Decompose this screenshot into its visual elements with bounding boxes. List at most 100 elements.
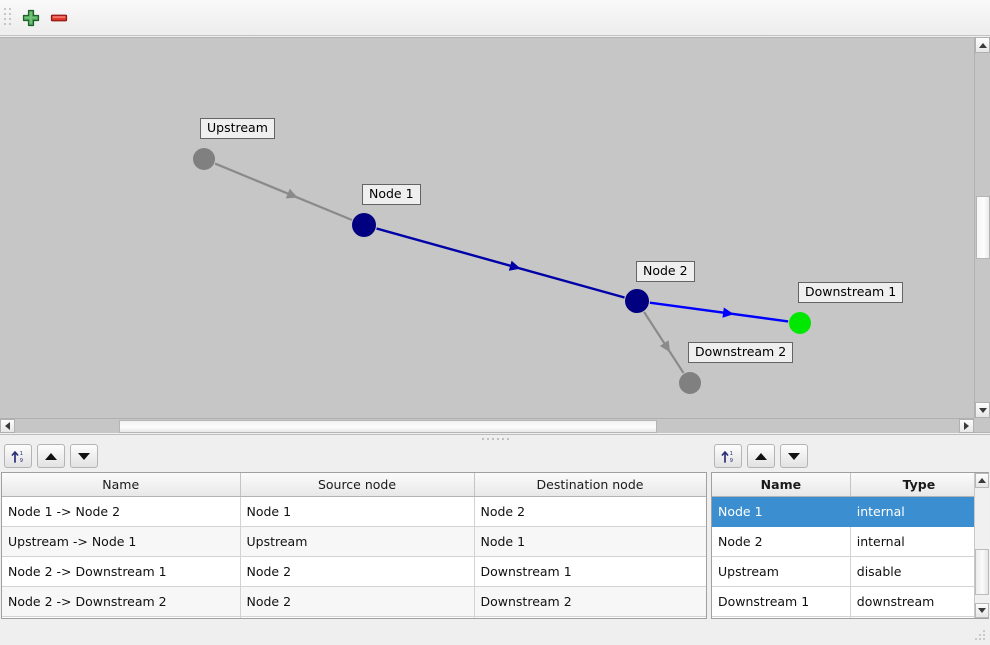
svg-text:1: 1 <box>20 451 23 457</box>
column-header[interactable]: Name <box>712 473 851 497</box>
nodes-vertical-scroll-thumb[interactable] <box>975 549 989 595</box>
table-cell[interactable]: Downstream 2 <box>474 586 706 617</box>
table-cell[interactable]: Downstream 1 <box>712 586 851 617</box>
pane-splitter[interactable] <box>0 434 990 442</box>
graph-node-node1[interactable] <box>352 213 376 237</box>
graph-edges-layer <box>214 162 789 374</box>
connections-move-down-button[interactable] <box>70 444 98 468</box>
nodes-scroll-down-button[interactable] <box>975 603 989 618</box>
canvas-scroll-left-button[interactable] <box>0 419 15 433</box>
triangle-left-icon <box>5 422 10 430</box>
svg-text:1: 1 <box>730 451 733 457</box>
table-cell[interactable]: Node 1 -> Node 2 <box>2 496 241 527</box>
graph-node-label-upstream[interactable]: Upstream <box>200 118 275 139</box>
table-cell[interactable]: internal <box>850 496 988 527</box>
canvas-horizontal-scroll-thumb[interactable] <box>118 420 657 433</box>
svg-text:9: 9 <box>730 458 734 464</box>
resize-grip[interactable] <box>975 630 988 643</box>
canvas-scroll-up-button[interactable] <box>975 37 990 53</box>
status-bar <box>0 623 990 645</box>
canvas-scroll-down-button[interactable] <box>975 402 990 418</box>
graph-edge[interactable] <box>214 162 353 222</box>
table-cell[interactable]: Node 2 -> Downstream 1 <box>2 556 241 587</box>
table-cell[interactable]: Node 1 <box>474 526 706 557</box>
column-header[interactable]: Source node <box>240 473 475 497</box>
sort-ascending-icon: 1 9 <box>721 451 734 464</box>
graph-edge[interactable] <box>376 227 625 299</box>
table-cell[interactable]: Node 2 <box>240 556 475 587</box>
canvas-scroll-right-button[interactable] <box>959 419 974 433</box>
connections-sort-button[interactable]: 1 9 <box>4 444 32 468</box>
canvas-vertical-scroll-thumb[interactable] <box>976 196 990 259</box>
graph-node-label-node2[interactable]: Node 2 <box>636 261 695 282</box>
graph-edge[interactable] <box>643 311 685 374</box>
graph-node-upstream[interactable] <box>193 148 215 170</box>
table-cell[interactable]: Node 2 <box>240 586 475 617</box>
column-header[interactable]: Type <box>850 473 988 497</box>
table-cell[interactable]: Node 2 -> Downstream 2 <box>2 586 241 617</box>
graph-node-label-node1[interactable]: Node 1 <box>362 184 421 205</box>
table-cell[interactable]: Downstream 1 <box>474 556 706 587</box>
table-cell-empty <box>2 616 241 618</box>
triangle-up-icon <box>978 42 987 48</box>
table-cell[interactable]: Upstream <box>240 526 475 557</box>
nodes-toolbar: 1 9 <box>710 442 808 470</box>
table-cell[interactable]: Node 1 <box>240 496 475 527</box>
canvas-horizontal-scrollbar[interactable] <box>0 418 974 433</box>
graph-node-downstream2[interactable] <box>679 372 701 394</box>
splitter-grip <box>481 437 509 440</box>
table-empty-row <box>712 616 988 618</box>
graph-node-label-downstream2[interactable]: Downstream 2 <box>688 342 794 363</box>
table-cell[interactable]: internal <box>850 526 988 557</box>
graph-node-node2[interactable] <box>625 289 649 313</box>
graph-edge[interactable] <box>649 301 789 323</box>
table-cell[interactable]: Node 2 <box>474 496 706 527</box>
triangle-down-icon <box>788 452 800 460</box>
canvas-vertical-scrollbar[interactable] <box>974 37 990 418</box>
table-cell[interactable]: downstream <box>850 586 988 617</box>
table-cell[interactable]: Upstream <box>712 556 851 587</box>
nodes-table-vertical-scrollbar[interactable] <box>974 473 989 618</box>
triangle-up-icon <box>45 452 57 460</box>
main-toolbar <box>0 0 990 36</box>
toolbar-drag-handle[interactable] <box>3 7 13 29</box>
table-cell[interactable]: Node 1 <box>712 496 851 527</box>
triangle-up-icon <box>755 452 767 460</box>
table-cell-empty <box>850 616 988 618</box>
nodes-sort-button[interactable]: 1 9 <box>714 444 742 468</box>
triangle-down-icon <box>78 452 90 460</box>
triangle-down-icon <box>978 407 987 413</box>
add-button[interactable] <box>17 4 45 32</box>
nodes-move-up-button[interactable] <box>747 444 775 468</box>
graph-node-downstream1[interactable] <box>789 312 811 334</box>
remove-button[interactable] <box>45 4 73 32</box>
nodes-scroll-up-button[interactable] <box>975 473 989 488</box>
graph-edge-arrowhead <box>659 340 671 353</box>
column-header[interactable]: Name <box>2 473 241 497</box>
connections-move-up-button[interactable] <box>37 444 65 468</box>
nodes-move-down-button[interactable] <box>780 444 808 468</box>
graph-node-label-downstream1[interactable]: Downstream 1 <box>798 282 904 303</box>
table-cell[interactable]: disable <box>850 556 988 587</box>
table-cell[interactable]: Upstream -> Node 1 <box>2 526 241 557</box>
green-plus-icon <box>22 9 40 26</box>
sort-ascending-icon: 1 9 <box>11 451 24 464</box>
table-cell[interactable]: Node 2 <box>712 526 851 557</box>
column-header[interactable]: Destination node <box>474 473 706 497</box>
